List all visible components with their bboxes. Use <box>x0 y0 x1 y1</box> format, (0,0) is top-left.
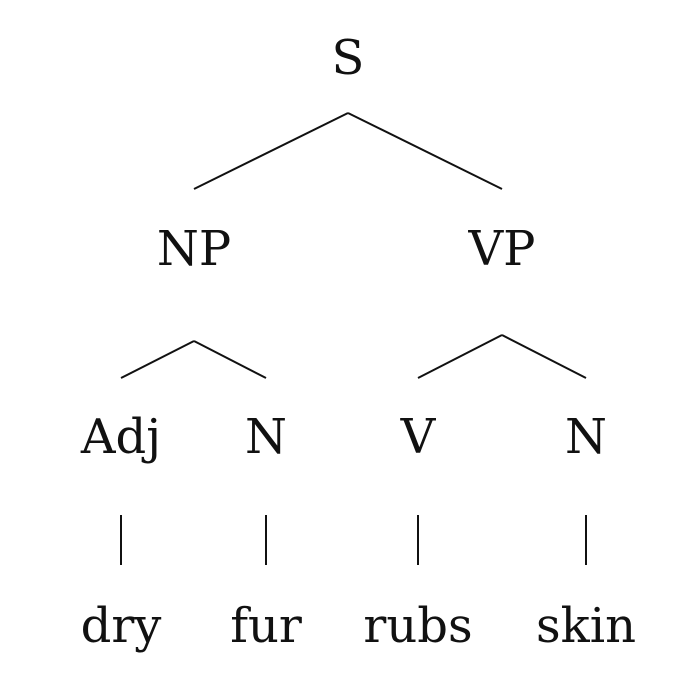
edge-np-n <box>193 340 267 379</box>
node-np: NP <box>156 221 232 277</box>
edge-np-adj <box>120 340 195 379</box>
word-skin: skin <box>536 598 636 654</box>
node-s: S <box>331 30 365 86</box>
edge-vp-n <box>501 334 587 379</box>
node-n-right: N <box>565 409 607 465</box>
node-v: V <box>400 409 436 465</box>
edge-vp-v <box>417 334 503 379</box>
edge-s-np <box>193 112 349 190</box>
word-fur: fur <box>230 598 302 654</box>
node-vp: VP <box>468 221 536 277</box>
node-n-left: N <box>245 409 287 465</box>
node-adj: Adj <box>80 409 162 465</box>
word-rubs: rubs <box>363 598 473 654</box>
word-dry: dry <box>80 598 162 654</box>
edge-s-vp <box>347 112 503 190</box>
